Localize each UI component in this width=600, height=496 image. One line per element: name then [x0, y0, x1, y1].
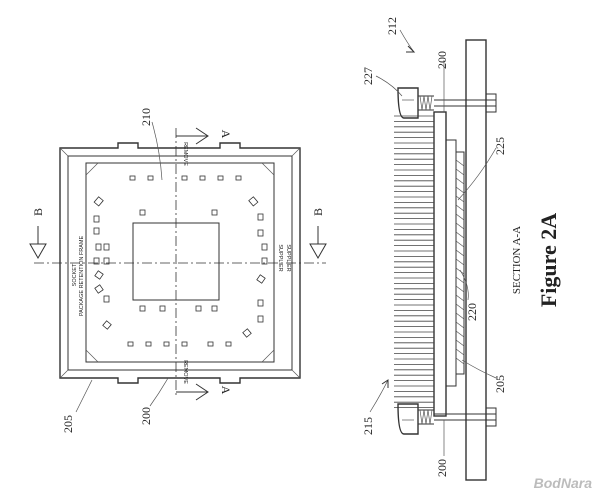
socket-pin-hatch	[455, 213, 465, 221]
section-b-left-label: B	[31, 208, 45, 216]
heatsink-base	[433, 111, 447, 417]
package-layer	[456, 151, 465, 375]
ref-205-left: 205	[61, 415, 75, 433]
circuit-board	[465, 39, 487, 481]
leader-200-left	[149, 377, 169, 407]
leader-215	[369, 379, 389, 413]
socket-pin-hatch	[455, 195, 465, 203]
section-a-top-arrow	[176, 127, 209, 145]
socket-pin-hatch	[455, 231, 465, 239]
socket-components	[93, 175, 268, 347]
leader-210	[151, 121, 163, 181]
section-a-a-label: SECTION A-A	[511, 226, 523, 294]
socket-pin-hatch	[455, 222, 465, 230]
socket-pin-hatch	[455, 339, 465, 347]
socket-pin-hatch	[455, 249, 465, 257]
socket-pin-hatch	[455, 204, 465, 212]
socket-body	[85, 162, 275, 363]
socket-pin-hatch	[455, 186, 465, 194]
arrow-215	[381, 379, 389, 388]
remove-label-bottom: REMOVE	[182, 360, 188, 384]
socket-pin-hatch	[455, 258, 465, 266]
watermark: BodNara	[534, 475, 593, 491]
socket-pin-hatching	[455, 159, 465, 365]
socket-pin-hatch	[455, 276, 465, 284]
screw-bottom	[397, 403, 497, 435]
ref-225: 225	[493, 137, 507, 155]
socket-pin-hatch	[455, 177, 465, 185]
socket-pin-hatch	[455, 267, 465, 275]
socket-pin-hatch	[455, 303, 465, 311]
figure-title: Figure 2A	[536, 213, 561, 307]
section-b-right-label: B	[311, 208, 325, 216]
socket-pin-hatch	[455, 294, 465, 302]
socket-plan-view: SOCKET PACKAGE RETENTION FRAME SUPPLIER …	[29, 108, 327, 433]
screw-top	[397, 87, 497, 119]
ref-200-left: 200	[139, 407, 153, 425]
section-a-bottom-arrow	[176, 383, 209, 401]
socket-layer	[446, 139, 457, 387]
ref-227: 227	[361, 67, 375, 85]
socket-pin-hatch	[455, 168, 465, 176]
socket-pin-hatch	[455, 159, 465, 167]
ref-200-right-bottom: 200	[435, 459, 449, 477]
ref-215: 215	[361, 417, 375, 435]
leader-205-left	[75, 379, 93, 413]
frame-corner-lines	[59, 147, 301, 379]
ref-205-right: 205	[493, 375, 507, 393]
ref-220: 220	[465, 303, 479, 321]
socket-pin-hatch	[455, 240, 465, 248]
heatsink-fins	[394, 115, 434, 409]
ref-212: 212	[385, 17, 399, 35]
leader-205-rt	[461, 359, 497, 379]
socket-pin-hatch	[455, 348, 465, 356]
ref-210: 210	[139, 108, 153, 126]
socket-pin-hatch	[455, 321, 465, 329]
socket-pin-hatch	[455, 330, 465, 338]
arrow-212	[406, 45, 416, 53]
remove-label-top: REMOVE	[182, 142, 188, 166]
leader-212	[399, 29, 415, 53]
ref-200-right-top: 200	[435, 51, 449, 69]
socket-pin-hatch	[455, 312, 465, 320]
section-a-top-label: A	[219, 130, 233, 139]
socket-pin-hatch	[455, 285, 465, 293]
section-b-left-arrow	[29, 226, 47, 260]
leader-225	[457, 147, 497, 201]
leader-227	[375, 75, 403, 97]
package-retention-frame-label: PACKAGE RETENTION FRAME	[79, 236, 85, 317]
section-a-a-view: 212 227 200 225 220 205 215 200 SECTION …	[361, 17, 561, 481]
section-a-bottom-label: A	[219, 386, 233, 395]
socket-pin-hatch	[455, 357, 465, 365]
socket-corner-bevels	[85, 162, 275, 363]
leader-220	[459, 269, 469, 301]
supplier-label-2: SUPPLIER	[285, 244, 291, 271]
supplier-label-1: SUPPLIER	[277, 244, 283, 271]
socket-label: SOCKET	[72, 263, 78, 286]
section-b-right-arrow	[309, 226, 327, 260]
